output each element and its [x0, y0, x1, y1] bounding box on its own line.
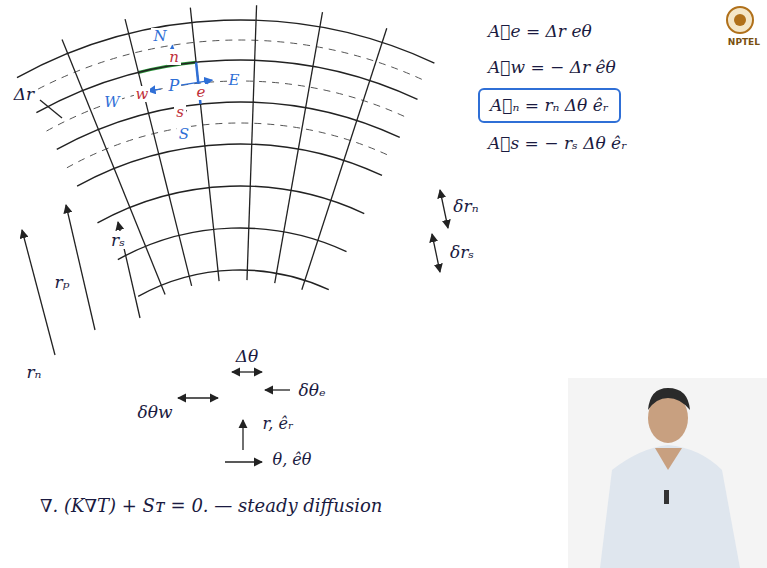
equation: A⃗w = − Δr êθ: [486, 58, 618, 77]
grid-label: E: [227, 72, 242, 89]
equation: ∇. (K∇T) + Sᴛ = 0. — steady diffusion: [38, 496, 384, 516]
grid-label: S: [177, 126, 191, 143]
grid-dashed-arc: [67, 123, 391, 168]
presenter: [568, 378, 767, 568]
grid-label: Δθ: [234, 347, 261, 366]
radial-line: [62, 40, 165, 295]
grid-label: n: [167, 49, 181, 66]
grid-arc: [138, 270, 329, 296]
grid-arc: [17, 20, 434, 78]
logo: [727, 7, 753, 33]
grid-arc: [77, 144, 382, 186]
boxed-equation: A⃗ₙ = rₙ Δθ êᵣ: [478, 88, 621, 123]
grid-label: δθw: [135, 403, 174, 422]
grid-label: δrₙ: [451, 197, 480, 216]
grid-label: rₙ: [24, 363, 43, 382]
grid-label: s: [174, 104, 186, 121]
radius-arrows: [22, 100, 448, 462]
grid-dashed-arc: [27, 40, 426, 95]
grid-arc: [118, 228, 347, 260]
radial-line: [247, 5, 257, 280]
radial-line: [190, 8, 219, 281]
grid-label: W: [102, 94, 121, 111]
grid-label: N: [151, 28, 168, 45]
grid-label: rₚ: [53, 273, 72, 292]
radial-line: [302, 28, 387, 290]
grid-label: e: [195, 84, 208, 101]
grid-dashed-arc: [47, 81, 409, 131]
grid-label: δθₑ: [296, 381, 327, 400]
grid-label: rₛ: [109, 231, 127, 250]
grid-label: w: [134, 86, 151, 103]
equation: A⃗ₙ = rₙ Δθ êᵣ: [490, 96, 609, 115]
grid-arc: [36, 60, 417, 113]
grid-label: δrₛ: [448, 243, 476, 262]
grid-label: r, êᵣ: [260, 415, 295, 433]
grid-label: θ, êθ: [271, 451, 314, 469]
grid-arc: [97, 186, 364, 223]
radial-line: [125, 19, 192, 286]
grid-label: P: [167, 77, 182, 95]
equation: A⃗e = Δr eθ: [486, 22, 594, 41]
logo-text: NPTEL: [726, 38, 762, 48]
equation: A⃗s = − rₛ Δθ êᵣ: [486, 134, 629, 153]
radial-line: [275, 12, 323, 283]
grid-label: Δr: [12, 85, 36, 104]
